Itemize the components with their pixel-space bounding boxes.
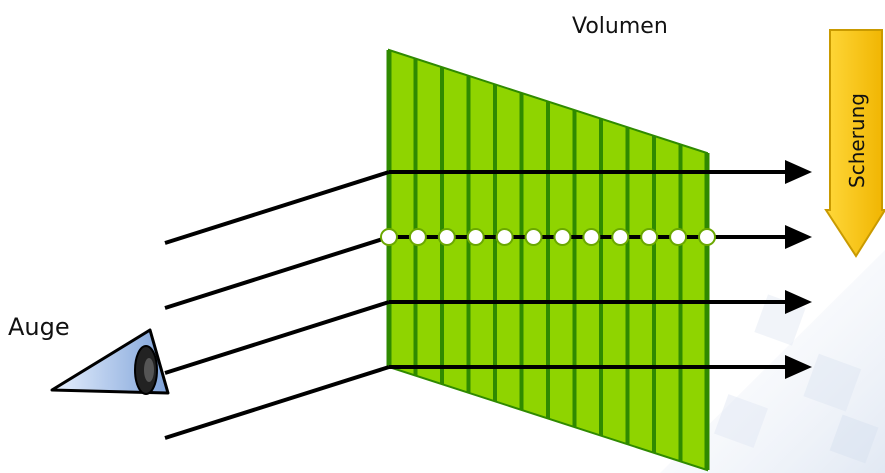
incoming-ray-4 — [164, 365, 390, 440]
eye-pupil — [144, 358, 154, 382]
shear-arrow-shape — [824, 29, 885, 258]
ray-arrowhead-1 — [785, 160, 812, 184]
sample-point — [698, 228, 716, 246]
sample-point — [553, 228, 572, 246]
eye-icon — [50, 328, 170, 395]
sample-point — [466, 228, 485, 246]
ray-arrowhead-4 — [785, 355, 812, 379]
sample-point — [380, 228, 398, 246]
sample-point — [669, 228, 688, 246]
shear-label: Scherung — [845, 93, 869, 188]
ray-arrowhead-3 — [785, 290, 812, 314]
eye-label: Auge — [8, 313, 70, 341]
ray-arrowhead-2 — [785, 225, 812, 249]
sample-point — [640, 228, 659, 246]
sample-point — [408, 228, 427, 246]
sample-point — [495, 228, 514, 246]
shear-arrow: Scherung — [824, 29, 885, 258]
sample-point — [437, 228, 456, 246]
volume-slab — [386, 48, 710, 472]
incoming-ray-2 — [164, 235, 390, 310]
sample-point — [611, 228, 630, 246]
sample-point — [582, 228, 601, 246]
ray-arrowheads — [785, 160, 812, 379]
sample-points — [380, 228, 716, 246]
incoming-ray-3 — [164, 300, 390, 375]
sample-point — [524, 228, 543, 246]
volume-label: Volumen — [572, 14, 668, 39]
incoming-rays — [164, 170, 390, 440]
incoming-ray-1 — [164, 170, 390, 245]
